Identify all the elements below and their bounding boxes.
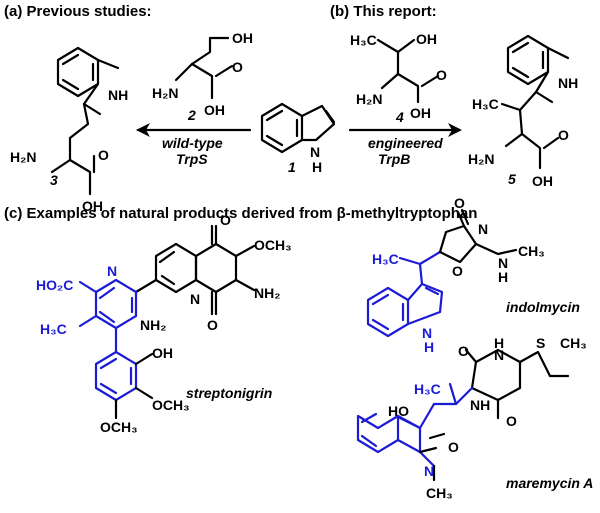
- h-label-1: H: [312, 159, 322, 175]
- oh-label-5: OH: [532, 173, 553, 189]
- ho-label-maremycin: HO: [388, 403, 409, 419]
- h3c-label-indolmycin: H₃C: [372, 251, 399, 267]
- indolmycin-label: indolmycin: [506, 299, 580, 315]
- h2n-label-4: H₂N: [356, 91, 382, 107]
- header-previous-studies: (a) Previous studies:: [4, 3, 152, 20]
- compound-4-label: 4: [395, 109, 404, 125]
- compound-5-label: 5: [508, 171, 516, 187]
- oh-label-3: OH: [82, 198, 103, 214]
- compound-4-structure: [376, 38, 440, 104]
- o-ring-label-indolmycin: O: [452, 263, 463, 279]
- nh2-label-strep: NH₂: [140, 317, 166, 333]
- ch3-label-maremycin-n: CH₃: [426, 485, 453, 501]
- oh-label-4: OH: [410, 105, 431, 121]
- nh2-label-strep-right: NH₂: [254, 285, 280, 301]
- wild-type-label: wild-type: [162, 135, 223, 151]
- compound-3-structure: [50, 46, 120, 196]
- och3-label-strep: OCH₃: [254, 237, 292, 253]
- arrow-to-3: [136, 123, 252, 137]
- header-this-report: (b) This report:: [330, 3, 437, 20]
- header-natural-products: (c) Examples of natural products derived…: [4, 205, 477, 222]
- s-label-maremycin: S: [536, 335, 545, 351]
- och3-label-strep-3: OCH₃: [100, 419, 138, 435]
- h-label-maremycin: H: [494, 335, 504, 351]
- compound-2-label: 2: [187, 107, 196, 123]
- compound-1-structure: [260, 102, 336, 154]
- nh-label-3: NH: [108, 87, 128, 103]
- o-label-strep-top: O: [220, 212, 231, 228]
- streptonigrin-structure: [78, 224, 256, 420]
- ch3-label-indolmycin: CH₃: [518, 243, 545, 259]
- h2n-label-3: H₂N: [10, 149, 36, 165]
- o-label-4: O: [436, 67, 447, 83]
- h3c-label-maremycin: H₃C: [414, 381, 441, 397]
- n-label-strep-pyridine: N: [107, 263, 117, 279]
- maremycin-label: maremycin A: [506, 475, 593, 491]
- n-label-1: N: [310, 144, 320, 160]
- compound-1-label: 1: [288, 159, 296, 175]
- o-label-indolmycin: O: [454, 195, 465, 211]
- oh-label-2-top: OH: [232, 30, 253, 46]
- compound-2-structure: [174, 36, 234, 100]
- maremycin-structure: [356, 348, 570, 482]
- ch3-label-maremycin: CH₃: [560, 335, 587, 351]
- h-label-indolmycin-indole: H: [424, 339, 434, 355]
- oh-label-2: OH: [204, 102, 225, 118]
- h2n-label-5: H₂N: [468, 151, 494, 167]
- arrow-to-5: [348, 123, 462, 137]
- o-label-maremycin-top: O: [458, 343, 469, 359]
- och3-label-strep-2: OCH₃: [152, 397, 190, 413]
- h3c-label-strep: H₃C: [40, 321, 67, 337]
- n-label-maremycin: N: [494, 347, 504, 363]
- n-label-strep-quinoline: N: [190, 291, 200, 307]
- h2n-label-2: H₂N: [152, 85, 178, 101]
- compound-3-label: 3: [50, 172, 58, 188]
- nh-label-maremycin: NH: [470, 397, 490, 413]
- h-label-indolmycin: H: [498, 269, 508, 285]
- h3c-label-4: H₃C: [350, 32, 377, 48]
- n-label-indolmycin-indole: N: [422, 325, 432, 341]
- h3c-label-5: H₃C: [472, 96, 499, 112]
- n-label-maremycin-indole: N: [424, 463, 434, 479]
- streptonigrin-label: streptonigrin: [186, 385, 272, 401]
- nh-label-5: NH: [558, 75, 578, 91]
- o-label-maremycin-bottom: O: [506, 413, 517, 429]
- trps-label: TrpS: [176, 151, 208, 167]
- ho2c-label-strep: HO₂C: [36, 277, 73, 293]
- trpb-label: TrpB: [378, 151, 410, 167]
- o-label-strep-bottom: O: [207, 317, 218, 333]
- oh-label-strep: OH: [152, 345, 173, 361]
- o-label-2: O: [232, 59, 243, 75]
- o-label-maremycin-lactam: O: [448, 439, 459, 455]
- oh-label-4-top: OH: [416, 31, 437, 47]
- o-label-3: O: [98, 147, 109, 163]
- engineered-label: engineered: [368, 135, 443, 151]
- indolmycin-structure: [366, 208, 518, 338]
- n-amine-label-indolmycin: N: [498, 255, 508, 271]
- compound-5-structure: [500, 34, 570, 170]
- o-label-5: O: [558, 127, 569, 143]
- n-label-indolmycin: N: [478, 221, 488, 237]
